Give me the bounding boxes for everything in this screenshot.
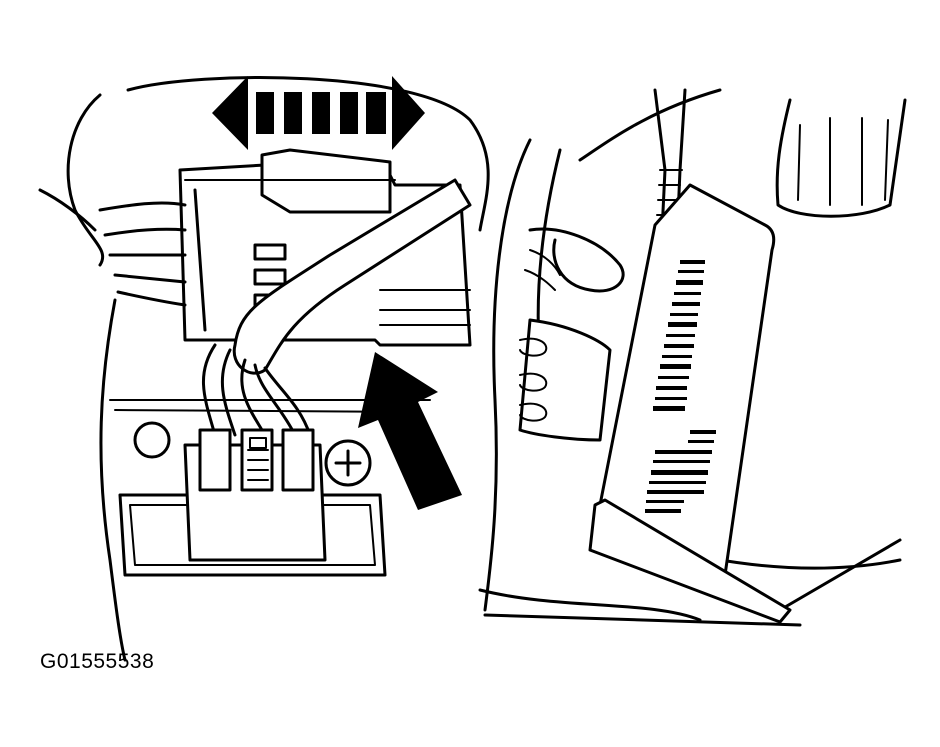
lower-plug	[118, 428, 387, 577]
lower-wires	[201, 343, 312, 437]
figure-id-label: G01555538	[40, 650, 155, 673]
right-housing	[478, 88, 907, 627]
screw-icon	[324, 439, 372, 487]
electrical-connector	[178, 148, 472, 347]
barcode	[645, 260, 716, 513]
slide-direction-arrow-icon	[212, 76, 425, 150]
left-wire-harness	[98, 201, 187, 307]
cable	[232, 178, 472, 375]
label-plate	[588, 183, 792, 624]
bracket	[518, 318, 612, 442]
mounting-hole	[133, 421, 171, 459]
left-housing	[38, 76, 490, 662]
pointer-arrow-icon	[358, 352, 462, 510]
right-wire-bundle	[524, 227, 625, 293]
